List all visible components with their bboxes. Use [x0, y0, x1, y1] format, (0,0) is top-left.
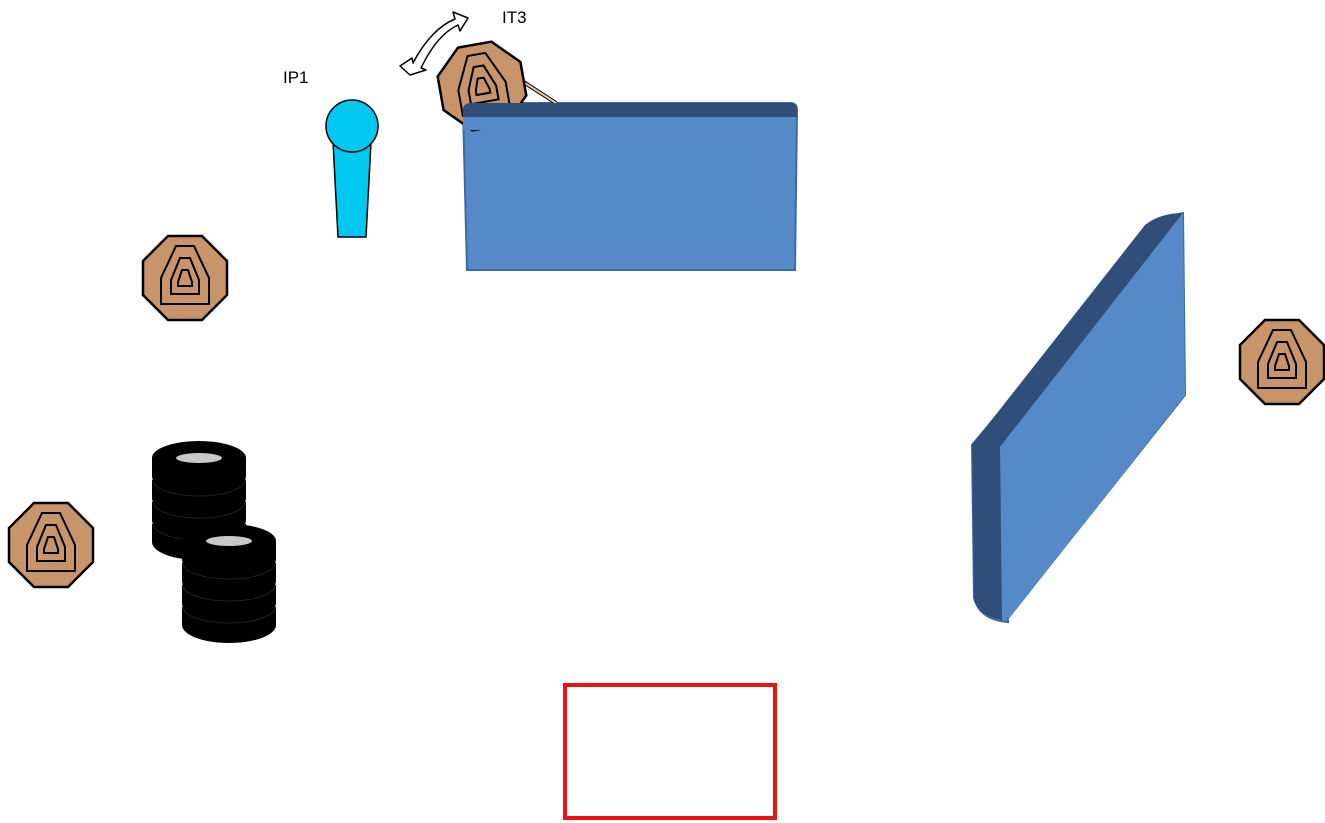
octagon-target-icon — [7, 501, 95, 589]
octagon-target-icon — [141, 234, 229, 322]
tire-stack-front — [181, 523, 277, 644]
octagon-target-icon — [1238, 318, 1325, 406]
label-ip1: IP1 — [283, 68, 309, 87]
swing-arrow-icon — [399, 11, 469, 76]
popper-icon — [325, 99, 379, 238]
side-barrier — [970, 211, 1187, 624]
target-left-upper — [141, 234, 229, 322]
start-box-icon — [563, 683, 777, 820]
tire-stack-icon — [181, 523, 277, 644]
label-it3: IT3 — [502, 8, 527, 27]
target-right — [1238, 318, 1325, 406]
target-left-lower — [7, 501, 95, 589]
swinging-target-it3 — [432, 36, 560, 136]
